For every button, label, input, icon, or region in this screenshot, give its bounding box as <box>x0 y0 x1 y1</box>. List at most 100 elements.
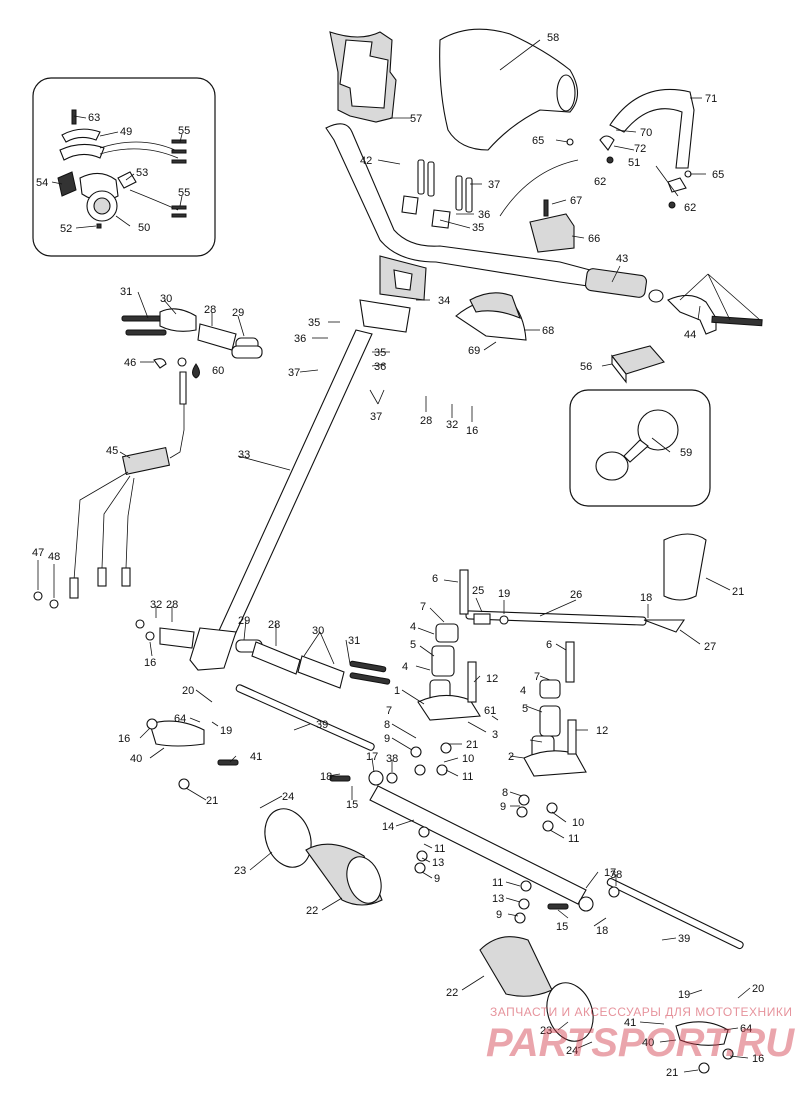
callout-69: 69 <box>468 345 480 357</box>
callout-4: 4 <box>410 621 416 633</box>
callout-57: 57 <box>410 113 422 125</box>
callout-35: 35 <box>308 317 320 329</box>
tie-rod-26 <box>465 610 647 626</box>
horn-59 <box>637 409 679 451</box>
callout-numbers: 58 57 71 70 65 72 51 62 65 62 42 37 36 3… <box>32 32 764 1079</box>
callout-11: 11 <box>434 843 445 855</box>
callout-8: 8 <box>502 787 508 799</box>
callout-34: 34 <box>438 295 450 307</box>
callout-53: 53 <box>136 167 148 179</box>
callout-30: 30 <box>160 293 172 305</box>
watermark-tagline: ЗАПЧАСТИ И АКСЕССУАРЫ ДЛЯ МОТОТЕХНИКИ <box>490 1005 792 1019</box>
leader-lines <box>37 39 761 1073</box>
tie-rod-39-left <box>235 684 375 751</box>
callout-33: 33 <box>238 449 250 461</box>
callout-45: 45 <box>106 445 118 457</box>
callout-16: 16 <box>466 425 478 437</box>
callout-60: 60 <box>212 365 224 377</box>
callout-19: 19 <box>498 588 510 600</box>
callout-65: 65 <box>532 135 544 147</box>
callout-16: 16 <box>118 733 130 745</box>
callout-24: 24 <box>566 1045 578 1057</box>
fasteners <box>146 718 734 1074</box>
watermark-brand: PARTSPORT.RU <box>486 1021 795 1065</box>
callout-28: 28 <box>166 599 178 611</box>
callout-31: 31 <box>348 635 360 647</box>
callout-46: 46 <box>124 357 136 369</box>
callout-28: 28 <box>268 619 280 631</box>
tie-bar-14 <box>369 785 587 905</box>
callout-64: 64 <box>174 713 186 725</box>
callout-66: 66 <box>588 233 600 245</box>
callout-12: 12 <box>596 725 608 737</box>
ring-23-left <box>264 808 312 868</box>
callout-22: 22 <box>446 987 458 999</box>
callout-13: 13 <box>492 893 504 905</box>
callout-39: 39 <box>316 719 328 731</box>
lower-linkage <box>135 619 391 689</box>
callout-10: 10 <box>572 817 584 829</box>
callout-19: 19 <box>678 989 690 1001</box>
callout-50: 50 <box>138 222 150 234</box>
callout-10: 10 <box>462 753 474 765</box>
callout-18: 18 <box>640 592 652 604</box>
callout-13: 13 <box>432 857 444 869</box>
callout-6: 6 <box>546 639 552 651</box>
bolts-37 <box>417 159 473 213</box>
callout-30: 30 <box>312 625 324 637</box>
callout-63: 63 <box>88 112 100 124</box>
tie-rod-39-right <box>606 877 744 950</box>
callout-5: 5 <box>522 703 528 715</box>
boot-22-right <box>479 936 553 997</box>
callout-7: 7 <box>420 601 426 613</box>
callout-36: 36 <box>478 209 490 221</box>
callout-11: 11 <box>568 833 579 845</box>
callout-26: 26 <box>570 589 582 601</box>
callout-21: 21 <box>666 1067 678 1079</box>
callout-55: 55 <box>178 187 190 199</box>
callout-4: 4 <box>520 685 526 697</box>
callout-31: 31 <box>120 286 132 298</box>
callout-43: 43 <box>616 253 628 265</box>
callout-40: 40 <box>642 1037 654 1049</box>
callout-35: 35 <box>472 222 484 234</box>
callout-29: 29 <box>238 615 250 627</box>
callout-62: 62 <box>684 202 696 214</box>
callout-16: 16 <box>752 1053 764 1065</box>
callout-35: 35 <box>374 347 386 359</box>
callout-20: 20 <box>752 983 764 995</box>
callout-52: 52 <box>60 223 72 235</box>
ring-23-right <box>546 982 594 1042</box>
callout-51: 51 <box>628 157 640 169</box>
callout-18: 18 <box>320 771 332 783</box>
callout-38: 38 <box>386 753 398 765</box>
upper-linkage <box>121 308 263 359</box>
callout-16: 16 <box>144 657 156 669</box>
callout-21: 21 <box>732 586 744 598</box>
callout-4: 4 <box>402 661 408 673</box>
callout-3: 3 <box>492 729 498 741</box>
callout-28: 28 <box>204 304 216 316</box>
callout-17: 17 <box>366 751 378 763</box>
callout-47: 47 <box>32 547 44 559</box>
callout-25: 25 <box>472 585 484 597</box>
grip-43 <box>584 268 648 298</box>
callout-1: 1 <box>394 685 400 697</box>
handlebar-42 <box>325 123 591 287</box>
callout-2: 2 <box>508 751 514 763</box>
callout-11: 11 <box>492 877 503 889</box>
callout-19: 19 <box>220 725 232 737</box>
callout-71: 71 <box>705 93 717 105</box>
callout-9: 9 <box>500 801 506 813</box>
callout-37: 37 <box>370 411 382 423</box>
callout-42: 42 <box>360 155 372 167</box>
callout-7: 7 <box>534 671 540 683</box>
thumb-warmer-harness-45 <box>121 446 171 476</box>
spindle-assembly <box>417 569 587 777</box>
hand-warmer-hose-71 <box>609 88 695 169</box>
callout-17: 17 <box>604 867 616 879</box>
callout-22: 22 <box>306 905 318 917</box>
handlebar-pad-58 <box>439 28 579 151</box>
callout-21: 21 <box>466 739 478 751</box>
